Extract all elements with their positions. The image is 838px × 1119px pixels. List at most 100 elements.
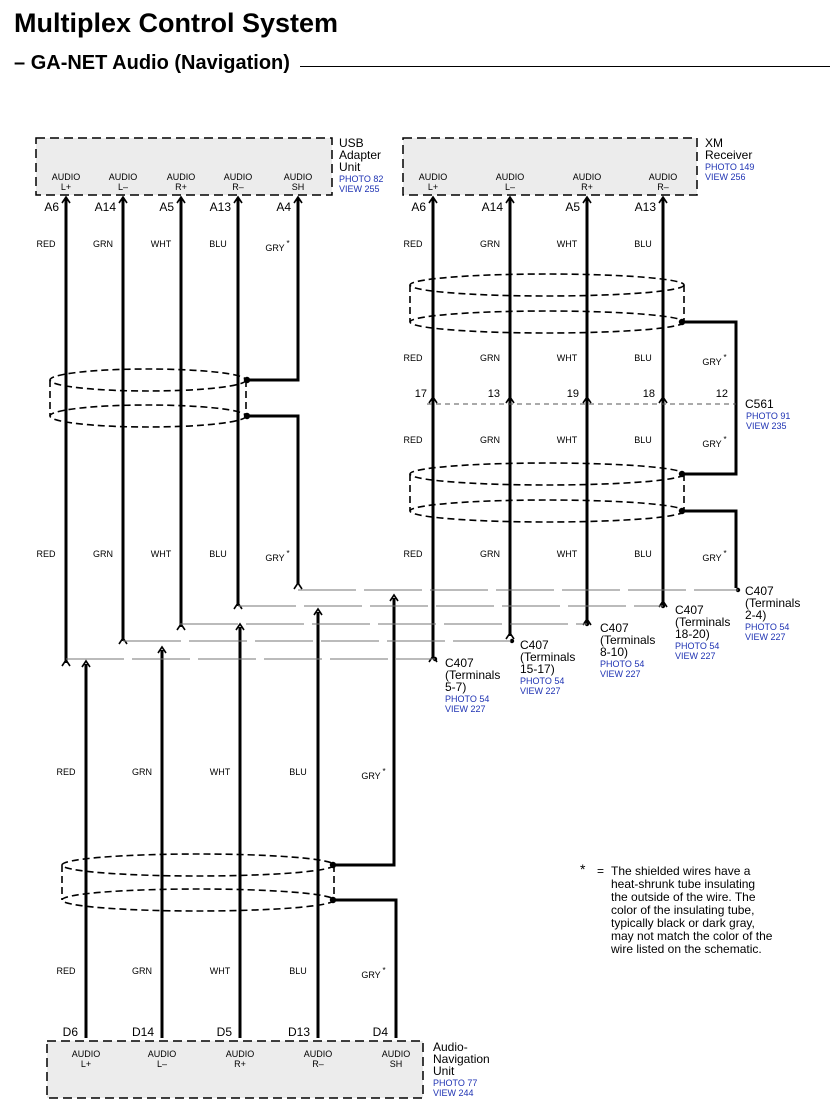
note-line: wire listed on the schematic.	[610, 942, 762, 956]
usb-pin-number: A13	[210, 200, 232, 214]
xm-color-label: GRN	[480, 353, 500, 363]
nav-terminal-sub: R+	[234, 1059, 246, 1069]
xm-color-label: BLU	[634, 435, 652, 445]
xm-color-label: GRN	[480, 549, 500, 559]
nav-terminal-label: AUDIO	[382, 1049, 411, 1059]
terminal-arrow	[428, 195, 438, 204]
xm-terminal-sub: R–	[657, 182, 669, 192]
c407-label: C407	[445, 656, 474, 670]
xm-color-label: WHT	[557, 435, 578, 445]
c561-pin-number: 12	[716, 388, 728, 400]
xm-name-line: XM	[705, 136, 723, 150]
usb-color-label: GRN	[93, 549, 113, 559]
nav-terminal-sub: SH	[390, 1059, 403, 1069]
usb-shield-drain-wire	[247, 198, 300, 382]
c407-photo-ref: PHOTO 54	[445, 694, 489, 704]
star-marker: *	[723, 435, 726, 444]
usb-terminal-label: AUDIO	[109, 172, 138, 182]
c561-pin-marker	[505, 395, 515, 404]
nav-terminal-label: AUDIO	[148, 1049, 177, 1059]
xm-terminal-label: AUDIO	[496, 172, 525, 182]
xm-color-label-gry: GRY	[702, 357, 721, 367]
nav-color-label: GRN	[132, 767, 152, 777]
xm-color-label: RED	[403, 549, 423, 559]
usb-pin-number: A6	[44, 200, 59, 214]
c561-pin-marker	[658, 395, 668, 404]
xm-terminal-label: AUDIO	[573, 172, 602, 182]
usb-color-label: WHT	[151, 239, 172, 249]
nav-color-label-gry: GRY	[361, 771, 380, 781]
star-marker: *	[382, 966, 385, 975]
terminal-arrow	[505, 195, 515, 204]
xm-color-label: GRN	[480, 239, 500, 249]
nav-pin-number: D6	[63, 1025, 79, 1039]
c407-photo-ref: PHOTO 54	[600, 659, 644, 669]
c561-pin-number: 19	[567, 388, 579, 400]
xm-shield-out-wire	[682, 509, 738, 588]
nav-name-line: Navigation	[433, 1052, 490, 1066]
xm-name-line: Receiver	[705, 148, 752, 162]
c407-terminals-text: (Terminals	[520, 650, 575, 664]
section-subtitle: – GA-NET Audio (Navigation)	[14, 52, 300, 75]
nav-color-label: WHT	[210, 767, 231, 777]
usb-color-label: BLU	[209, 549, 227, 559]
usb-color-label: RED	[36, 549, 56, 559]
c407-terminals-text: (Terminals	[675, 615, 730, 629]
c407-label: C407	[600, 621, 629, 635]
nav-color-label: RED	[56, 966, 76, 976]
xm-color-label: RED	[403, 435, 423, 445]
splice-hop	[233, 601, 243, 610]
nav-view-ref: VIEW 244	[433, 1088, 474, 1098]
nav-terminal-sub: L+	[81, 1059, 91, 1069]
nav-color-label: BLU	[289, 767, 307, 777]
usb-name-line: Unit	[339, 160, 361, 174]
splice-hop	[389, 593, 399, 602]
c407-label: C407	[675, 603, 704, 617]
usb-pin-number: A14	[95, 200, 117, 214]
usb-terminal-label: AUDIO	[52, 172, 81, 182]
audio-navigation-unit-box	[46, 1040, 424, 1099]
splice-hop	[235, 622, 245, 631]
nav-pin-number: D14	[132, 1025, 154, 1039]
terminal-arrow	[118, 195, 128, 204]
xm-color-label: RED	[403, 353, 423, 363]
nav-shield-out-wire	[333, 898, 398, 1038]
nav-pin-number: D5	[217, 1025, 233, 1039]
c561-pin-number: 17	[415, 388, 427, 400]
xm-color-label: BLU	[634, 549, 652, 559]
xm-pin-number: A13	[635, 200, 657, 214]
xm-color-label-gry: GRY	[702, 439, 721, 449]
xm-color-label: WHT	[557, 549, 578, 559]
usb-adapter-unit-box	[35, 137, 333, 196]
usb-shield-out-wire	[247, 414, 300, 584]
usb-terminal-label: AUDIO	[224, 172, 253, 182]
usb-terminal-label: AUDIO	[284, 172, 313, 182]
splice-hop	[658, 599, 668, 608]
xm-terminal-sub: L+	[428, 182, 438, 192]
xm-shield-upper-bottom	[409, 310, 685, 334]
star-marker: *	[723, 353, 726, 362]
usb-pin-number: A4	[276, 200, 291, 214]
xm-shield-lower-top	[409, 462, 685, 486]
c407-view-ref: VIEW 227	[445, 704, 486, 714]
c561-photo-ref: PHOTO 91	[746, 411, 790, 421]
xm-shield-loop-wire	[682, 320, 738, 476]
xm-color-label: BLU	[634, 353, 652, 363]
usb-color-label: RED	[36, 239, 56, 249]
nav-pin-number: D13	[288, 1025, 310, 1039]
nav-terminal-sub: L–	[157, 1059, 167, 1069]
c407-photo-ref: PHOTO 54	[745, 622, 789, 632]
note-line: may not match the color of the	[611, 929, 773, 943]
c407-terminals-text: 2-4)	[745, 608, 766, 622]
c407-label: C407	[745, 584, 774, 598]
nav-terminal-label: AUDIO	[304, 1049, 333, 1059]
note-line: The shielded wires have a	[611, 864, 751, 878]
nav-color-label: BLU	[289, 966, 307, 976]
note-line: typically black or dark gray,	[611, 916, 755, 930]
c407-view-ref: VIEW 227	[600, 669, 641, 679]
nav-terminal-sub: R–	[312, 1059, 324, 1069]
xm-color-label: RED	[403, 239, 423, 249]
terminal-arrow	[61, 195, 71, 204]
page-title: Multiplex Control System	[14, 8, 339, 38]
